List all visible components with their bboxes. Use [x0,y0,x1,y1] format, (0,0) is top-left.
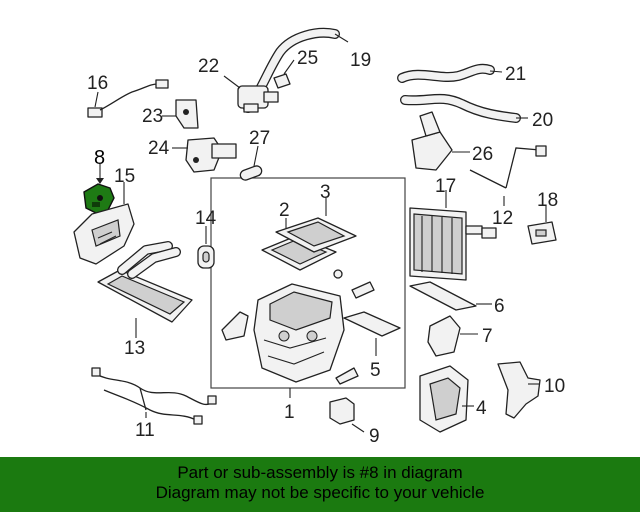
callout-3: 3 [320,182,331,203]
part-24-actuator [185,137,237,173]
callout-16: 16 [87,73,108,94]
part-3-filter [275,217,357,253]
callout-21: 21 [505,64,526,85]
callout-14: 14 [195,208,217,229]
part-11-wire-harness [91,367,217,425]
part-25-clip [273,73,291,89]
part-26-expansion-valve [411,111,453,171]
part-21-hose [397,63,495,83]
callout-10: 10 [544,376,565,397]
callout-15: 15 [114,166,135,187]
part-18-connector [527,221,557,245]
callout-24: 24 [148,138,170,159]
part-1-hvac-case [253,283,345,383]
callout-18: 18 [537,190,558,211]
banner-line-2: Diagram may not be specific to your vehi… [155,483,485,502]
assembly-outline [210,177,406,389]
callout-13: 13 [124,338,145,359]
callout-4: 4 [476,398,487,419]
callout-7: 7 [482,326,493,347]
callout-26: 26 [472,144,493,165]
callout-9: 9 [369,426,380,447]
part-22-water-valve [237,85,279,113]
parts-diagram: 1 2 3 4 5 6 7 8 9 10 11 12 13 14 15 16 1… [73,27,565,447]
banner-line-1: Part or sub-assembly is #8 in diagram [177,463,463,482]
info-banner: Part or sub-assembly is #8 in diagram Di… [0,457,640,512]
callout-5: 5 [370,360,381,381]
callout-6: 6 [494,296,505,317]
callout-27: 27 [249,128,270,149]
part-4-housing [419,365,469,433]
callout-19: 19 [350,50,371,71]
part-8-highlighted [83,183,115,215]
part-23-actuator [175,99,199,129]
part-14-grommet [197,245,215,269]
part-12-ac-line [469,145,547,189]
callout-20: 20 [532,110,553,131]
part-7-bracket [427,315,461,357]
part-27-sensor [239,165,263,181]
callout-23: 23 [142,106,163,127]
part-5-duct [343,311,401,337]
part-16-sensor-wire [87,79,169,118]
callout-1: 1 [284,402,295,423]
part-15-housing [73,203,135,265]
callout-2: 2 [279,200,290,221]
part-17-evaporator [409,207,497,281]
part-20-hose [400,93,521,123]
part-10-bracket [497,361,541,419]
callout-8: 8 [94,147,105,169]
part-9-resistor [329,397,355,425]
callout-12: 12 [492,208,513,229]
part-13-heater-core [97,241,193,323]
callout-25: 25 [297,48,318,69]
part-2-filter-frame [261,235,337,271]
callout-11: 11 [135,420,155,441]
callout-22: 22 [198,56,219,77]
callout-17: 17 [435,176,456,197]
part-6-seal [409,281,477,311]
